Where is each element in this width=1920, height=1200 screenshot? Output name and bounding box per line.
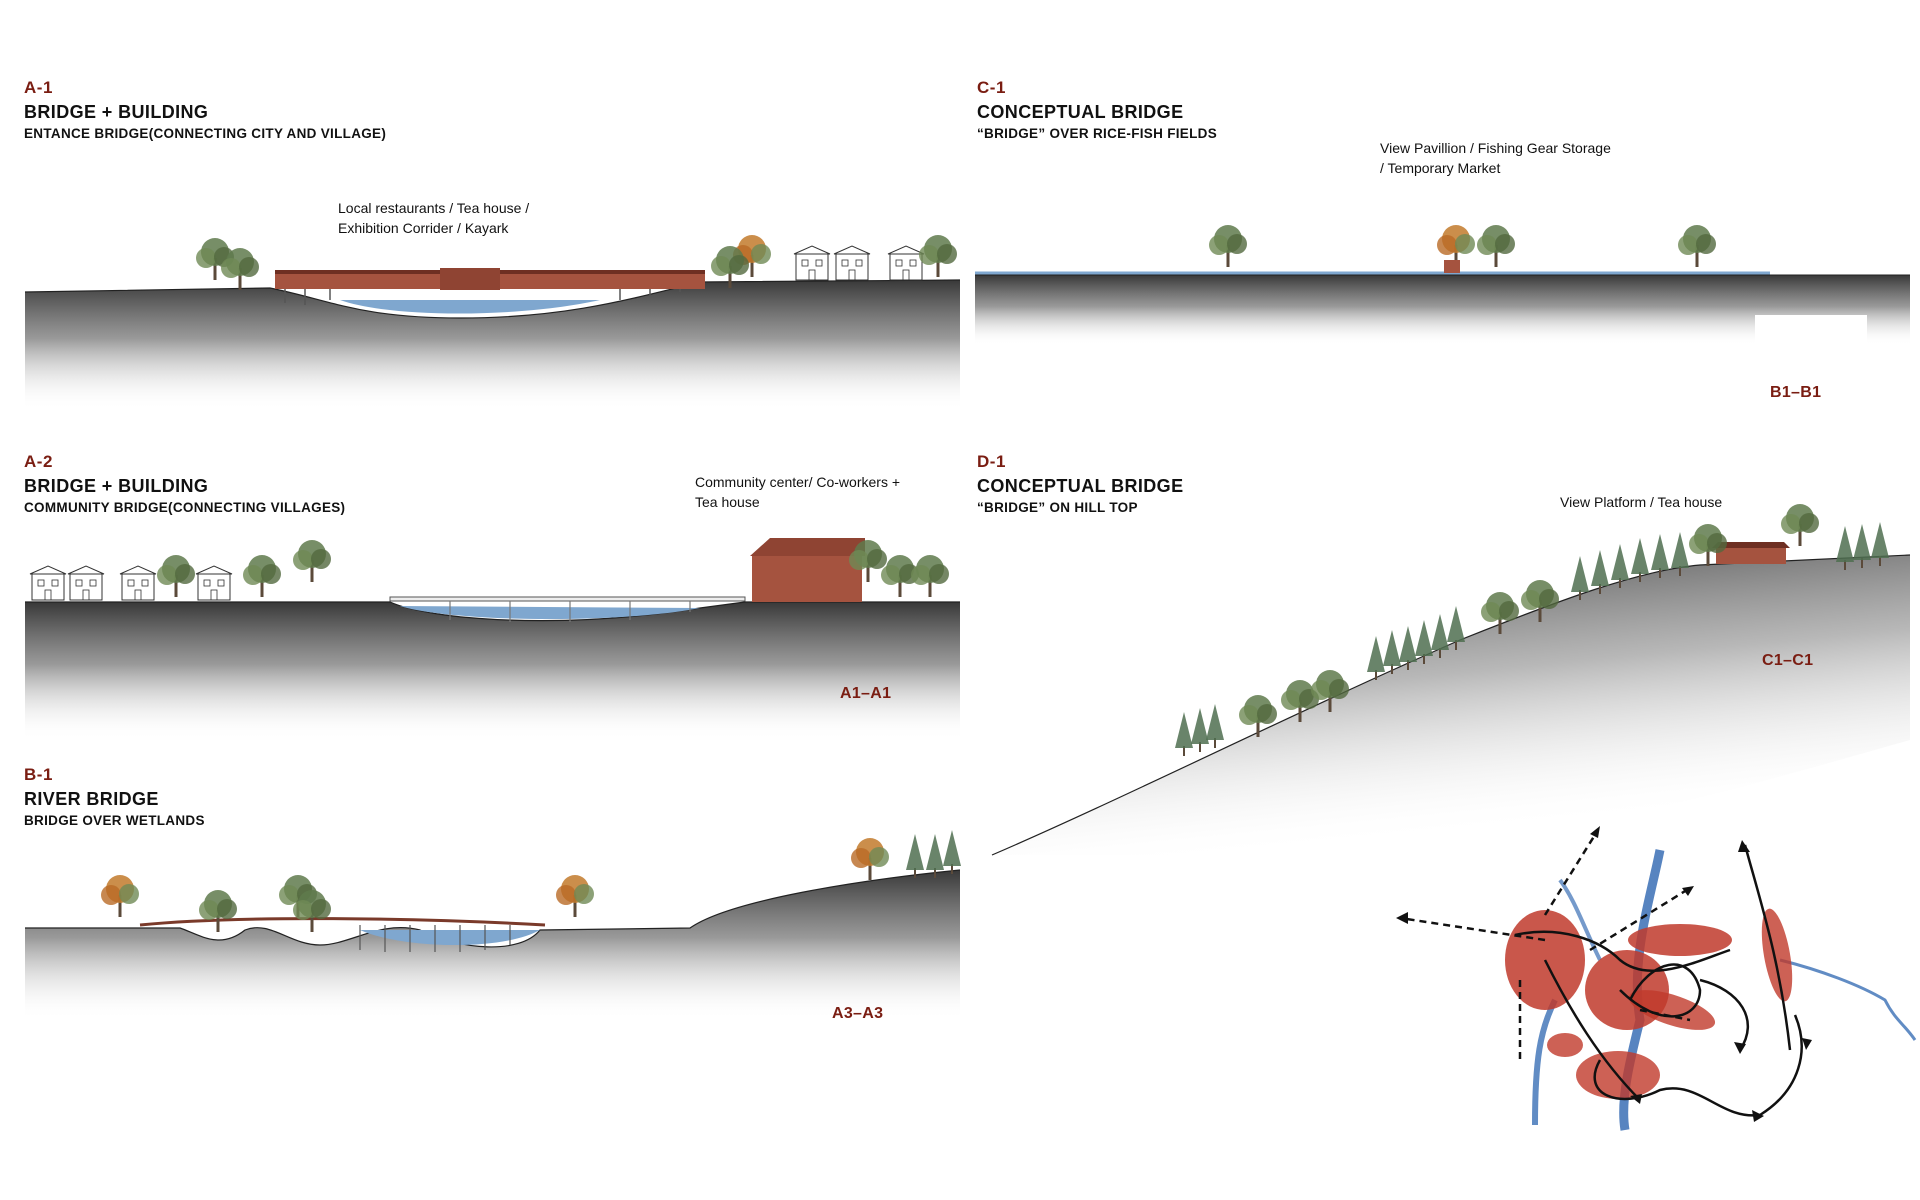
panel-d1-subtitle: “BRIDGE” ON HILL TOP [977, 500, 1138, 515]
panel-c1-tag: C-1 [977, 78, 1006, 97]
panel-b1-subtitle: BRIDGE OVER WETLANDS [24, 813, 205, 828]
section-b1-drawing [25, 830, 961, 1020]
panel-a1-tag: A-1 [24, 78, 53, 97]
panel-d1-note-line: View Platform / Tea house [1560, 494, 1723, 510]
panel-a2-title: BRIDGE + BUILDING [24, 476, 209, 496]
panel-b1-section-label: A3–A3 [832, 1005, 884, 1022]
section-a1-drawing [24, 235, 961, 410]
panel-d1-section-label: C1–C1 [1762, 652, 1814, 669]
section-a2-drawing [25, 538, 960, 740]
panel-a2-subtitle: COMMUNITY BRIDGE(CONNECTING VILLAGES) [24, 500, 346, 515]
panel-a2-note-line: Community center/ Co-workers + [695, 474, 901, 490]
panel-c1-title: CONCEPTUAL BRIDGE [977, 102, 1184, 122]
panel-a2-note-line: Tea house [695, 494, 760, 510]
section-c1-drawing [975, 200, 1910, 345]
panel-c1-subtitle: “BRIDGE” OVER RICE-FISH FIELDS [977, 126, 1218, 141]
panel-c1-note-line: View Pavillion / Fishing Gear Storage [1380, 140, 1611, 156]
panel-a1-note-line: Exhibition Corrider / Kayark [338, 220, 509, 236]
concept-sketch [1396, 826, 1917, 1131]
panel-a1-subtitle: ENTANCE BRIDGE(CONNECTING CITY AND VILLA… [24, 126, 387, 141]
panel-c1-note: View Pavillion / Fishing Gear Storage / … [1380, 138, 1611, 178]
panel-d1-title: CONCEPTUAL BRIDGE [977, 476, 1184, 496]
panel-a2-section-label: A1–A1 [840, 685, 892, 702]
panel-c1-note-line: / Temporary Market [1380, 160, 1501, 176]
panel-d1-tag: D-1 [977, 452, 1006, 471]
panel-a2-tag: A-2 [24, 452, 53, 471]
panel-b1-tag: B-1 [24, 765, 53, 784]
panel-d1-note: View Platform / Tea house [1560, 492, 1722, 512]
section-d1-drawing [991, 504, 1911, 856]
panel-a1-note-line: Local restaurants / Tea house / [338, 200, 530, 216]
panel-c1-section-label: B1–B1 [1770, 384, 1822, 401]
panel-a1-note: Local restaurants / Tea house / Exhibiti… [338, 198, 529, 238]
panel-a2-note: Community center/ Co-workers + Tea house [695, 472, 900, 512]
panel-b1-title: RIVER BRIDGE [24, 789, 159, 809]
panel-a1-title: BRIDGE + BUILDING [24, 102, 209, 122]
